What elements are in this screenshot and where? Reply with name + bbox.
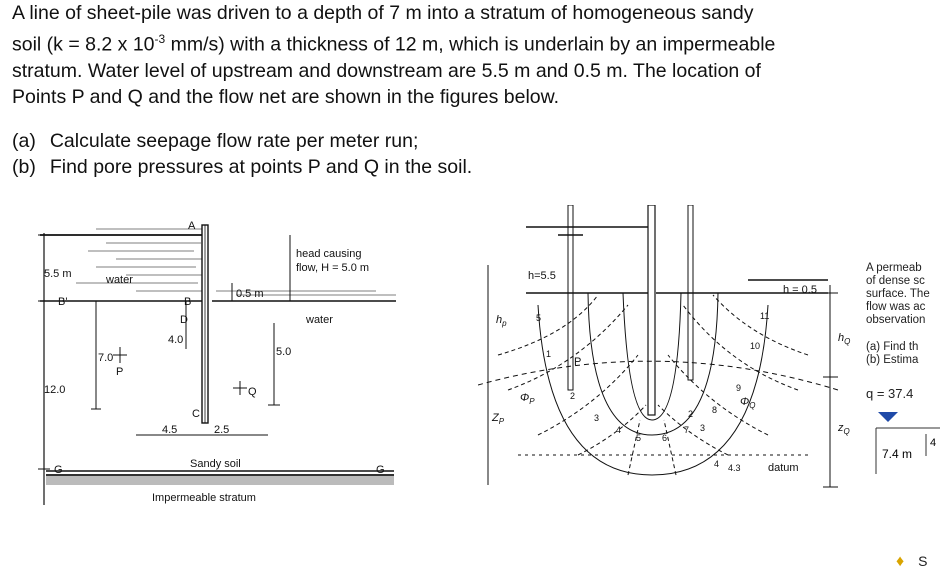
label-a: A: [188, 220, 196, 232]
dim-12: 12.0: [44, 384, 65, 396]
label-p: P: [116, 366, 123, 378]
eq-number: 8: [712, 405, 717, 415]
side-item-a: (a) Find th: [866, 341, 919, 353]
problem-line: Points P and Q and the flow net are show…: [12, 85, 560, 108]
water-level-icon: [878, 412, 898, 422]
dim-5: 5.0: [276, 346, 291, 358]
eq-number: 7: [684, 425, 689, 435]
label-g-left: G: [54, 464, 63, 476]
part-b-tag: (b): [12, 156, 36, 178]
phi-p-label: ΦP: [520, 392, 535, 406]
datum-label: datum: [768, 462, 799, 474]
question-parts: (a) Calculate seepage flow rate per meter…: [12, 128, 472, 180]
side-panel: A permeab of dense sc surface. The flow …: [866, 250, 940, 587]
eq-number: 3: [700, 423, 705, 433]
exponent: -3: [154, 32, 166, 46]
label-b-prime: B': [58, 296, 67, 308]
part-b: (b) Find pore pressures at points P and Q…: [12, 154, 472, 180]
sandy-soil: Sandy soil: [190, 458, 241, 470]
label-q: Q: [248, 386, 257, 398]
problem-line2-post: mm/s) with a thickness of 12 m, which is…: [165, 33, 776, 56]
head-causing-1: head causing: [296, 248, 361, 260]
side-text-line: flow was ac: [866, 301, 926, 313]
eq-number: 5: [536, 313, 541, 323]
part-a-tag: (a): [12, 130, 36, 152]
label-b: B: [184, 296, 191, 308]
side-text-line: observation: [866, 314, 926, 326]
eq-number: 9: [736, 383, 741, 393]
side-dim-74: 7.4 m: [882, 447, 912, 461]
eq-number: 4.3: [728, 463, 741, 473]
bottom-toolbar: ♦ S: [896, 553, 928, 570]
downstream-depth: 0.5 m: [236, 288, 264, 300]
phi-q-label: ΦQ: [740, 396, 755, 410]
upstream-depth: 5.5 m: [44, 268, 72, 280]
dim-2-5: 2.5: [214, 424, 229, 436]
hq-label: hQ: [838, 332, 850, 346]
point-p-label: P: [574, 356, 581, 368]
eq-number: 2: [688, 409, 693, 419]
part-a: (a) Calculate seepage flow rate per meter…: [12, 128, 472, 154]
h-upstream: h=5.5: [528, 270, 556, 282]
impermeable-stratum: Impermeable stratum: [152, 492, 256, 504]
eq-number: 3: [594, 413, 599, 423]
problem-line: A line of sheet-pile was driven to a dep…: [12, 2, 754, 24]
zp-label: ZP: [491, 412, 505, 426]
dim-4-5: 4.5: [162, 424, 177, 436]
eq-number: 11: [760, 311, 769, 321]
side-dim-4: 4: [930, 437, 936, 449]
eq-number: 1: [546, 349, 551, 359]
eq-number: 10: [750, 341, 760, 351]
problem-line2-pre: soil (k = 8.2 x 10: [12, 33, 155, 56]
bottom-text[interactable]: S: [918, 553, 928, 569]
eq-number: 5: [636, 433, 641, 443]
label-g-right: G: [376, 464, 385, 476]
flow-net-figure: h=5.5 h = 0.5 hp hQ ZP zQ ΦP ΦQ P datum …: [478, 205, 850, 488]
q-value: q = 37.4: [866, 386, 914, 401]
hp-label: hp: [496, 314, 507, 328]
problem-line: soil (k = 8.2 x 10-3 mm/s) with a thickn…: [12, 26, 932, 58]
problem-line: stratum. Water level of upstream and dow…: [12, 59, 761, 82]
part-b-text: Find pore pressures at points P and Q in…: [49, 156, 473, 178]
zq-label: zQ: [837, 422, 850, 436]
h-downstream: h = 0.5: [783, 284, 817, 296]
eq-number: 2: [570, 391, 575, 401]
side-item-b: (b) Estima: [866, 354, 919, 366]
label-c: C: [192, 408, 200, 420]
eq-number: 4: [616, 425, 621, 435]
puzzle-icon[interactable]: ♦: [896, 553, 905, 570]
water-right: water: [305, 314, 333, 326]
side-text-line: A permeab: [866, 262, 922, 274]
dim-4: 4.0: [168, 334, 183, 346]
sheet-pile-section-figure: A 5.5 m water B' B D 4.0 0.5 m head caus…: [38, 220, 396, 505]
side-text-line: of dense sc: [866, 275, 925, 287]
eq-number: 6: [662, 433, 667, 443]
eq-number: 4: [714, 459, 719, 469]
side-diagram: 4 7.4 m: [875, 412, 940, 474]
water-left: water: [105, 274, 133, 286]
label-d: D: [180, 314, 188, 326]
part-a-text: Calculate seepage flow rate per meter ru…: [49, 130, 419, 152]
side-text-line: surface. The: [866, 288, 930, 300]
dim-7: 7.0: [98, 352, 113, 364]
head-causing-2: flow, H = 5.0 m: [296, 262, 369, 274]
problem-statement: A line of sheet-pile was driven to a dep…: [12, 0, 932, 110]
